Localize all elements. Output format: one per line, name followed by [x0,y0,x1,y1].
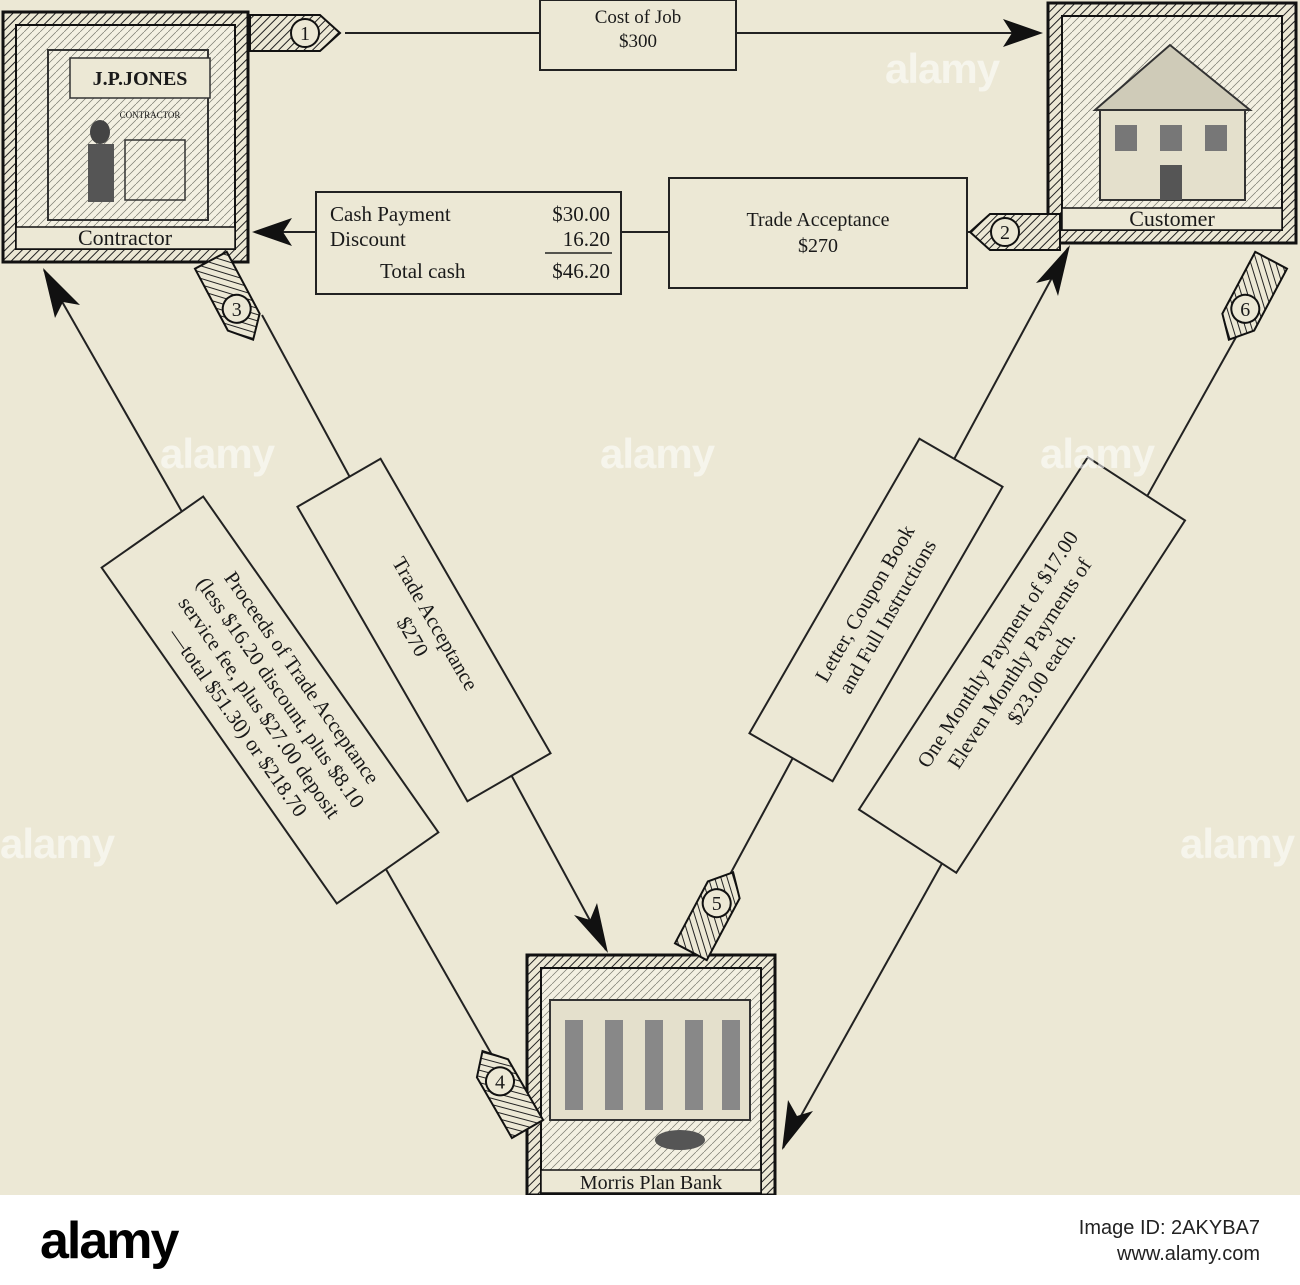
alamy-logo[interactable]: alamy [40,1212,179,1270]
box-cost-of-job: Cost of Job $300 [539,0,737,71]
arrowhead-2 [252,218,292,246]
arrowhead-3 [574,903,608,953]
step-marker-3: 3 [193,250,261,342]
site-url[interactable]: www.alamy.com [1117,1243,1260,1265]
contractor-label: Contractor [78,225,173,250]
svg-text:$300: $300 [619,31,657,52]
step-marker-2: 2 [968,213,1061,251]
svg-text:4: 4 [495,1071,505,1093]
svg-text:Discount: Discount [330,227,406,251]
svg-text:$30.00: $30.00 [552,202,610,226]
arrowhead-4 [43,268,80,318]
flow-diagram: J.P.JONES CONTRACTOR Contractor Customer… [0,0,1300,1195]
watermark: alamy [0,820,115,867]
svg-text:Total cash: Total cash [380,259,466,283]
watermark: alamy [600,430,715,477]
watermark: alamy [1180,820,1295,867]
contractor-node: J.P.JONES CONTRACTOR Contractor [1,10,250,264]
image-info: Image ID: 2AKYBA7 www.alamy.com [1079,1215,1260,1267]
svg-text:6: 6 [1240,299,1250,321]
footer-bar: alamy Image ID: 2AKYBA7 www.alamy.com [0,1195,1300,1285]
box-trade-acceptance-top: Trade Acceptance $270 [668,177,968,289]
svg-text:Cost of Job: Cost of Job [595,7,682,28]
step-marker-1: 1 [249,14,342,52]
box-trade-acceptance-left: Trade Acceptance $270 [296,457,552,803]
step-marker-5: 5 [673,870,741,962]
step-marker-4: 4 [475,1049,545,1140]
box-cash-payment: Cash Payment $30.00 Discount 16.20 Total… [315,191,622,295]
svg-text:Cash Payment: Cash Payment [330,202,451,226]
svg-text:2: 2 [1000,222,1010,244]
contractor-sign: J.P.JONES [93,68,188,90]
arrowhead-6 [782,1100,813,1150]
bank-node: Morris Plan Bank [525,953,777,1195]
arrowhead-5 [1036,245,1070,296]
svg-text:$46.20: $46.20 [552,259,610,283]
svg-text:Trade Acceptance: Trade Acceptance [746,209,889,231]
svg-text:3: 3 [232,299,242,321]
watermark: alamy [160,430,275,477]
watermark: alamy [885,45,1000,92]
arrowhead-1 [1003,19,1043,47]
image-id: Image ID: 2AKYBA7 [1078,1217,1260,1239]
svg-text:5: 5 [712,893,722,915]
contractor-sign-sub: CONTRACTOR [120,110,181,120]
customer-label: Customer [1129,206,1215,231]
svg-text:$270: $270 [798,235,838,257]
bank-label: Morris Plan Bank [580,1172,722,1194]
step-marker-6: 6 [1221,250,1289,342]
watermark: alamy [1040,430,1155,477]
customer-node: Customer [1046,1,1298,245]
svg-text:16.20: 16.20 [563,227,610,251]
svg-text:1: 1 [300,23,310,45]
